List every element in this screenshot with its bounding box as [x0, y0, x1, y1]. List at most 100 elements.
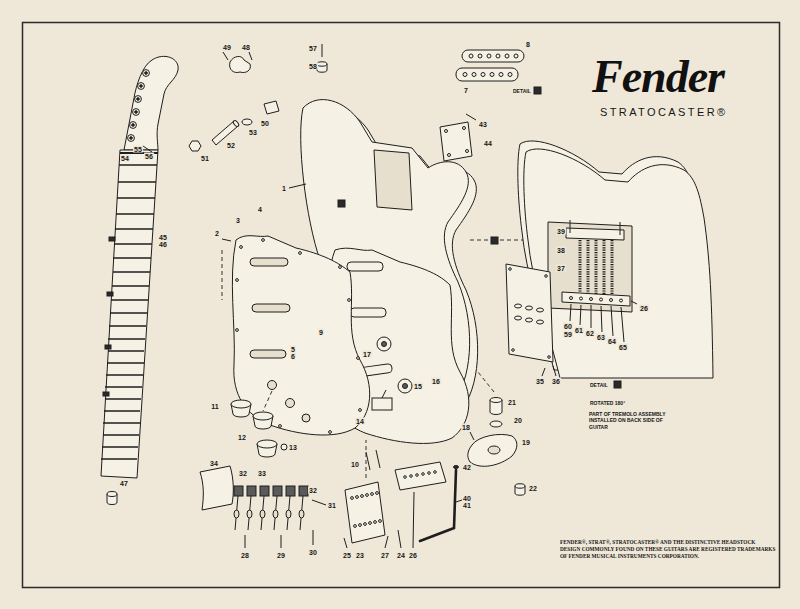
back-plate-part: [542, 368, 545, 376]
pickups-part: [466, 150, 469, 153]
output-jack: [468, 372, 525, 495]
tuner-parts-part: [189, 141, 201, 151]
callout-number: 51: [200, 155, 210, 162]
frame: [23, 23, 780, 588]
bridge-part: [200, 466, 233, 510]
callout-number: 49: [222, 44, 232, 51]
bridge-part: [361, 495, 364, 498]
guitar-body-part: [374, 150, 412, 210]
pickguard-part: [339, 266, 342, 269]
output-jack-part: [490, 398, 502, 403]
tuner-parts-part: [143, 146, 152, 152]
guitar-body-part: [491, 237, 498, 244]
callout-number: 44: [483, 140, 493, 147]
back-body-part: [610, 299, 613, 302]
loaded-pickguard-part: [398, 379, 412, 393]
pickguard-part: [240, 246, 243, 249]
callout-number: 65: [618, 344, 628, 351]
callout-number: 40: [462, 495, 472, 502]
callout-number: 39: [556, 228, 566, 235]
pickguard-part: [348, 299, 351, 302]
bridge-part: [234, 486, 243, 496]
callout-number: 5: [290, 346, 296, 353]
pickguard-part: [357, 357, 360, 360]
pickguard-part: [222, 250, 223, 300]
bridge-part: [404, 476, 407, 479]
callout-number: 35: [535, 378, 545, 385]
callout-number: 46: [158, 241, 168, 248]
neck-part: [105, 398, 141, 399]
callout-number: 62: [585, 330, 595, 337]
callout-number: 55: [133, 146, 143, 153]
bridge-part: [359, 524, 362, 527]
back-body-part: [566, 228, 624, 240]
bridge-part: [398, 530, 401, 548]
pickguard-part: [252, 304, 290, 312]
callout-number: 21: [507, 399, 517, 406]
callout-number: 61: [574, 327, 584, 334]
pickguard-part: [299, 252, 302, 255]
bridge-part: [287, 496, 290, 530]
bridge-part: [286, 486, 295, 496]
pickguard-part: [329, 431, 332, 434]
callout-number: 54: [120, 155, 130, 162]
callout-number: 48: [241, 44, 251, 51]
back-plate-part: [526, 318, 533, 322]
pickups-part: [456, 68, 518, 81]
knobs: [231, 391, 287, 457]
back-body-part: [620, 299, 623, 302]
pickups-part: [469, 54, 473, 58]
bridge-part: [299, 510, 304, 518]
callout-number: 2: [214, 230, 220, 237]
pickups-part: [466, 114, 476, 120]
neck-part: [105, 386, 142, 387]
back-body-part: [570, 297, 573, 300]
output-jack-part: [515, 484, 525, 488]
pickups-part: [534, 87, 541, 94]
neck-part: [110, 312, 147, 313]
detail-note: DETAIL: [512, 88, 532, 94]
tuner-parts-part: [264, 101, 279, 114]
knobs-part: [263, 391, 272, 411]
callout-number: 34: [209, 460, 219, 467]
bridge-part: [356, 496, 359, 499]
pickups-part: [496, 54, 500, 58]
bridge-part: [260, 486, 269, 496]
bridge-part: [366, 440, 367, 478]
back-body-part: [580, 305, 581, 325]
bridge-part: [312, 500, 326, 505]
callout-number: 8: [525, 41, 531, 48]
back-plate-part: [506, 264, 553, 362]
back-body-part: [600, 298, 603, 301]
callout-number: 38: [556, 247, 566, 254]
callout-number: 16: [431, 378, 441, 385]
bridge-part: [299, 486, 308, 496]
output-jack-part: [478, 372, 494, 392]
note-text: FENDER®, STRAT®, STRATOCASTER® AND THE D…: [560, 539, 776, 560]
output-jack-part: [490, 421, 502, 427]
neck-part: [101, 458, 137, 459]
back-body-part: [570, 304, 571, 321]
knobs-part: [257, 440, 277, 448]
loaded-pickguard-part: [382, 390, 386, 398]
callout-number: 41: [462, 502, 472, 509]
callout-number: 43: [478, 121, 488, 128]
bridge-part: [245, 535, 246, 548]
neck: [101, 56, 178, 504]
strap-button: [317, 44, 327, 72]
guitar-body-part: [338, 200, 345, 207]
pickguard-part: [268, 381, 277, 390]
tuner-parts-part: [249, 52, 252, 60]
tuner-parts-part: [230, 56, 251, 72]
detail-note: DETAIL: [589, 382, 609, 388]
neck-part: [107, 292, 113, 296]
bridge-part: [385, 536, 388, 548]
pickups-part: [490, 73, 494, 77]
bridge-part: [351, 497, 354, 500]
loaded-pickguard-part: [350, 308, 386, 317]
callout-number: 1: [281, 185, 287, 192]
neck-part: [116, 213, 154, 214]
neck-part: [103, 434, 139, 435]
callout-number: 27: [380, 552, 390, 559]
model-name: STRATOCASTER®: [600, 106, 728, 118]
